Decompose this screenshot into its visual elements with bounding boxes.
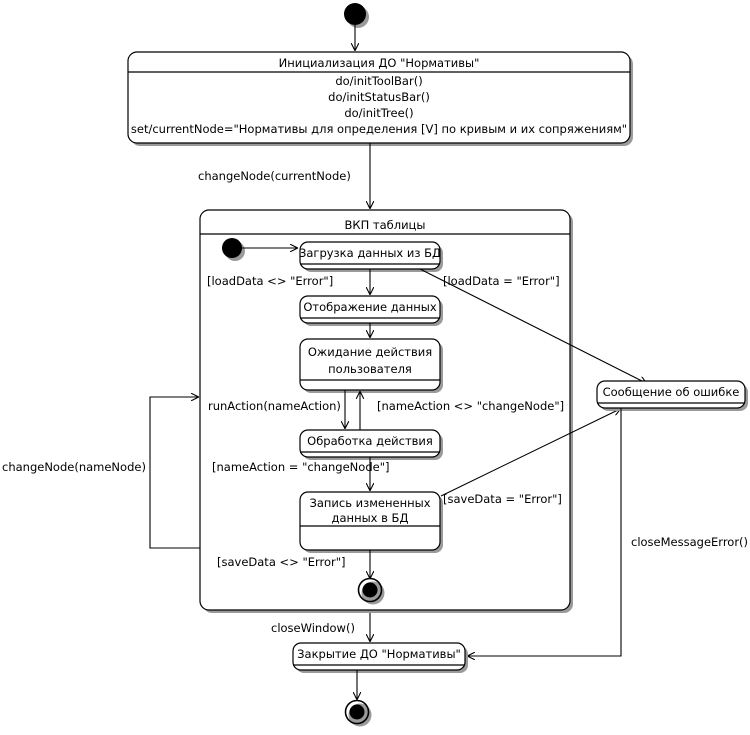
transition-error-to-close-label: closeMessageError() — [631, 535, 748, 549]
transition-load-to-error — [419, 268, 646, 383]
state-process-action[interactable]: Обработка действия — [299, 429, 443, 460]
state-load-data[interactable]: Загрузка данных из БД — [299, 241, 443, 272]
transition-process-to-save-label: [nameAction = "changeNode"] — [212, 460, 389, 474]
transition-init-to-composite-label: changeNode(currentNode) — [198, 169, 351, 183]
transition-wait-to-process-label: runAction(nameAction) — [208, 399, 341, 413]
state-process-action-title: Обработка действия — [307, 434, 433, 448]
state-wait-user-title-line1: Ожидание действия — [308, 345, 432, 359]
transition-save-to-error-label: [saveData = "Error"] — [443, 492, 562, 506]
final-node — [344, 699, 372, 727]
transition-load-to-error-label: [loadData = "Error"] — [443, 274, 560, 288]
transition-load-to-show-label: [loadData <> "Error"] — [207, 274, 333, 288]
inner-final-node — [357, 577, 385, 605]
state-wait-user-title-line2: пользователя — [328, 362, 412, 376]
composite-state-table[interactable]: ВКП таблицы — [199, 209, 573, 613]
transition-save-to-final-label: [saveData <> "Error"] — [217, 555, 346, 569]
state-wait-user[interactable]: Ожидание действия пользователя — [299, 338, 443, 393]
state-close[interactable]: Закрытие ДО "Нормативы" — [292, 642, 468, 673]
state-init-action-0: do/initToolBar() — [335, 74, 422, 88]
transition-error-to-close — [468, 408, 622, 656]
state-save-data[interactable]: Запись измененных данных в БД — [299, 491, 443, 553]
inner-start-node — [222, 238, 245, 261]
start-node — [344, 3, 369, 28]
state-error-message-title: Сообщение об ошибке — [603, 385, 740, 399]
transition-composite-self-loop-label: changeNode(nameNode) — [2, 460, 146, 474]
state-close-title: Закрытие ДО "Нормативы" — [297, 647, 461, 661]
transition-composite-self-loop — [149, 397, 200, 549]
state-init-action-2: do/initTree() — [344, 106, 413, 120]
transition-save-to-error — [440, 409, 620, 497]
state-save-data-title-line1: Запись измененных — [309, 496, 430, 510]
state-init-action-1: do/initStatusBar() — [328, 90, 430, 104]
composite-state-title: ВКП таблицы — [345, 218, 426, 232]
state-load-data-title: Загрузка данных из БД — [299, 246, 441, 260]
state-show-data[interactable]: Отображение данных — [299, 295, 443, 326]
state-show-data-title: Отображение данных — [303, 300, 437, 314]
state-save-data-title-line2: данных в БД — [332, 511, 409, 525]
state-error-message[interactable]: Сообщение об ошибке — [596, 380, 748, 411]
transition-process-to-wait-label: [nameAction <> "changeNode"] — [377, 399, 564, 413]
state-init[interactable]: Инициализация ДО "Нормативы" do/initTool… — [127, 51, 633, 146]
state-init-action-3: set/currentNode="Нормативы для определен… — [131, 122, 627, 136]
transition-composite-to-close-label: closeWindow() — [271, 621, 355, 635]
state-init-title: Инициализация ДО "Нормативы" — [279, 56, 480, 70]
